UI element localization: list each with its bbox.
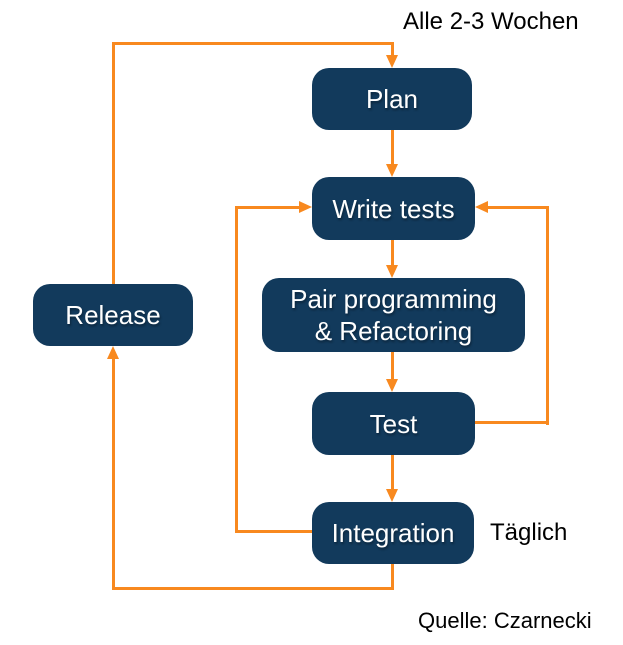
cycle-duration-label: Alle 2-3 Wochen: [403, 8, 579, 35]
arrowhead-into-write-tests-top: [386, 164, 398, 177]
arrow-write-tests-to-pair: [391, 240, 394, 266]
node-pair-programming: Pair programming & Refactoring: [262, 278, 525, 352]
arrowhead-into-plan: [386, 55, 398, 68]
arrow-integration-to-release-left-vertical: [112, 359, 115, 590]
node-pair-label-line2: & Refactoring: [314, 316, 473, 346]
arrow-test-to-write-tests-vertical: [546, 206, 549, 425]
node-test: Test: [312, 392, 475, 455]
arrow-plan-to-write-tests: [391, 130, 394, 166]
node-integration: Integration: [312, 502, 474, 564]
node-pair-label-line1: Pair programming: [290, 284, 497, 314]
arrow-test-to-integration: [391, 455, 394, 490]
arrow-integration-to-write-tests-vertical: [235, 206, 238, 533]
arrow-release-to-plan-right-vertical: [391, 42, 394, 56]
arrowhead-into-write-tests-right: [475, 201, 488, 213]
source-credit-label: Quelle: Czarnecki: [418, 608, 592, 633]
arrowhead-into-test: [386, 379, 398, 392]
node-write-tests-label: Write tests: [332, 193, 455, 224]
arrow-release-to-plan-horizontal: [112, 42, 394, 45]
daily-label: Täglich: [490, 519, 568, 546]
arrow-integration-to-release-horizontal: [112, 587, 394, 590]
arrowhead-into-integration: [386, 489, 398, 502]
node-write-tests: Write tests: [312, 177, 475, 240]
arrow-integration-to-release-right-vertical: [391, 564, 394, 590]
arrow-test-to-write-tests-top: [488, 206, 549, 209]
arrow-integration-to-write-tests-bottom: [235, 530, 312, 533]
node-test-label: Test: [369, 408, 418, 439]
node-plan: Plan: [312, 68, 472, 130]
node-plan-label: Plan: [365, 84, 419, 114]
arrowhead-into-write-tests-left: [299, 201, 312, 213]
arrow-release-to-plan-left-vertical: [112, 42, 115, 284]
node-release: Release: [33, 284, 193, 346]
arrowhead-into-release: [107, 346, 119, 359]
node-release-label: Release: [65, 300, 161, 330]
node-integration-label: Integration: [331, 518, 455, 548]
arrow-pair-to-test: [391, 352, 394, 380]
arrowhead-into-pair: [386, 265, 398, 278]
arrow-test-to-write-tests-bottom: [475, 421, 549, 424]
arrow-integration-to-write-tests-top: [235, 206, 299, 209]
